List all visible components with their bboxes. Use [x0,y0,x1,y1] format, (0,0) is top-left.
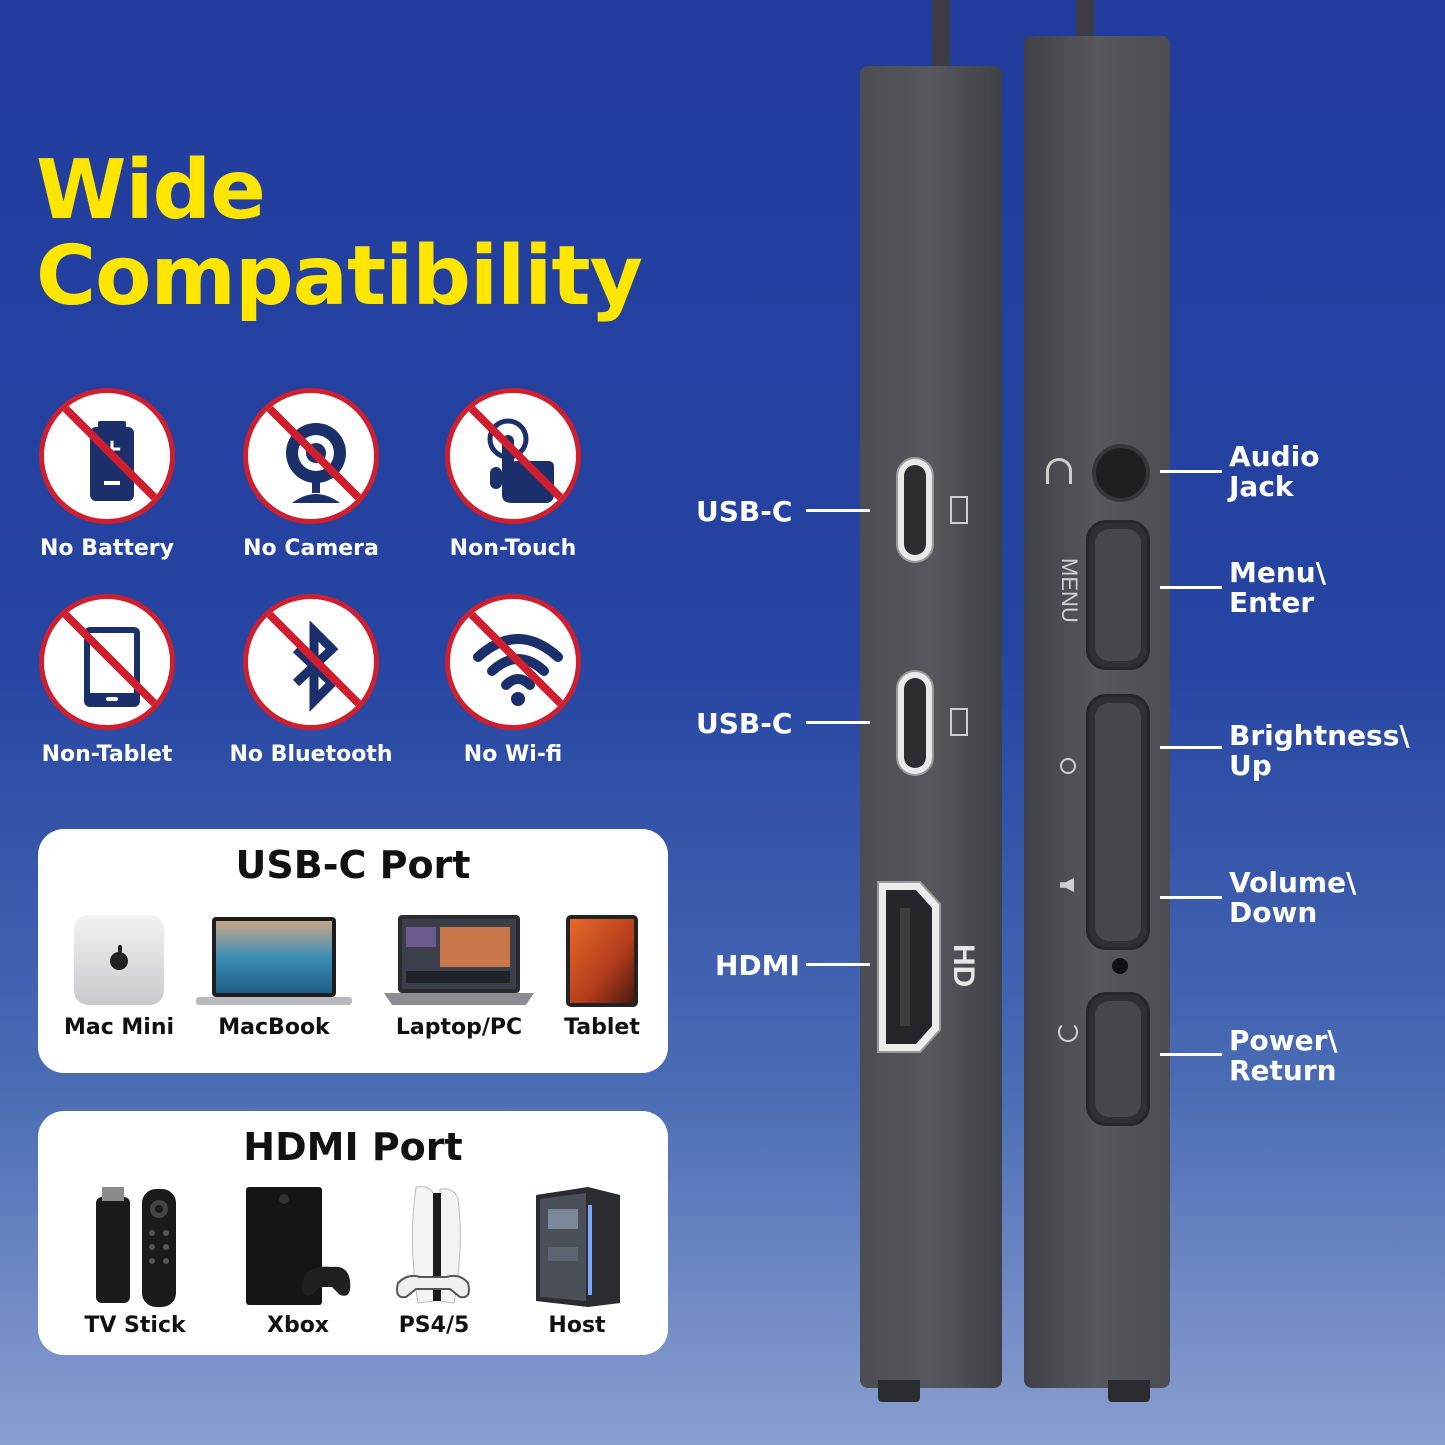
title-line-2: Compatibility [36,229,643,324]
hdmi-label: HDMI [715,949,800,982]
headphone-icon [1046,458,1072,484]
hdmi-panel-title: HDMI Port [243,1125,463,1169]
no-wifi-label: No Wi-fi [463,742,563,767]
mac-mini-device: Mac Mini [64,915,174,1040]
brightness-callout-line [1160,746,1222,749]
menu-enter-button[interactable] [1086,520,1150,670]
audio-jack-label: Audio Jack [1229,442,1319,502]
macbook-label: MacBook [218,1015,330,1040]
indicator-led [1112,958,1128,974]
host-label: Host [548,1313,606,1338]
macbook-device: MacBook [196,915,352,1040]
tablet-label: Tablet [564,1015,640,1040]
brightness-up-label-line-2: Up [1229,749,1272,782]
audio-jack-label-line-1: Audio [1229,440,1320,473]
no-battery-item: + No Battery [22,388,192,561]
unsupported-features-grid: + No Battery No Camera [34,388,594,778]
usbc-port-2 [896,670,934,776]
volume-down-label-line-2: Down [1229,896,1318,929]
usbc-1-device-icon [950,496,968,524]
host-device: Host [530,1185,624,1338]
no-camera-item: No Camera [226,388,396,561]
tv-stick-icon [96,1187,176,1307]
non-touch-item: Non-Touch [428,388,598,561]
no-wifi-badge [445,594,581,730]
page-title: Wide Compatibility [36,143,643,324]
usbc-panel-title: USB-C Port [235,843,471,887]
tv-stick-device: TV Stick [84,1185,186,1338]
usbc-port-panel: USB-C Port Mac Mini MacBook Laptop/PC [38,829,668,1073]
hdmi-port-panel: HDMI Port TV Stick Xbox PS4/5 [38,1111,668,1355]
laptop-label: Laptop/PC [395,1015,523,1040]
menu-callout-line [1160,586,1222,589]
xbox-label: Xbox [266,1313,329,1338]
volume-down-label-line-1: Volume\ [1229,866,1357,899]
menu-side-label: MENU [1057,558,1082,623]
brightness-up-label: Brightness\ Up [1229,721,1410,781]
audio-jack-label-line-2: Jack [1229,470,1294,503]
xbox-icon [246,1187,351,1305]
brightness-volume-rocker[interactable] [1086,694,1150,950]
laptop-device: Laptop/PC [384,913,534,1040]
xbox-device: Xbox [244,1185,352,1338]
no-wifi-item: No Wi-fi [428,594,598,767]
laptop-icon [384,915,534,1005]
ps5-label: PS4/5 [398,1313,470,1338]
usbc-2-callout-line [806,721,870,724]
no-bluetooth-item: No Bluetooth [226,594,396,767]
menu-enter-label: Menu\ Enter [1229,558,1326,618]
no-camera-badge [243,388,379,524]
power-return-label-line-2: Return [1229,1054,1337,1087]
no-battery-label: No Battery [40,536,174,561]
non-touch-badge [445,388,581,524]
no-bluetooth-label: No Bluetooth [229,742,393,767]
power-return-button[interactable] [1086,992,1150,1126]
power-callout-line [1160,1053,1222,1056]
mac-mini-icon [74,915,164,1005]
macbook-icon [196,917,352,1005]
mac-mini-label: Mac Mini [63,1015,175,1040]
no-bluetooth-badge [243,594,379,730]
non-tablet-badge [39,594,175,730]
usbc-1-callout-line [806,509,870,512]
menu-enter-label-line-2: Enter [1229,586,1315,619]
pc-tower-icon [536,1187,620,1307]
power-icon [1058,1022,1078,1042]
no-battery-badge: + [39,388,175,524]
usbc-1-label: USB-C [696,495,793,528]
volume-callout-line [1160,896,1222,899]
volume-down-label: Volume\ Down [1229,868,1356,928]
audio-jack [1092,444,1150,502]
hd-side-label: HD [947,944,980,988]
usbc-2-device-icon [950,708,968,736]
power-return-label-line-1: Power\ [1229,1024,1338,1057]
non-touch-label: Non-Touch [449,536,577,561]
usbc-2-label: USB-C [696,707,793,740]
title-line-1: Wide [36,143,266,238]
no-camera-label: No Camera [243,536,379,561]
brightness-icon [1060,758,1076,774]
playstation-icon [396,1186,470,1304]
power-return-label: Power\ Return [1229,1026,1338,1086]
ps5-device: PS4/5 [394,1185,474,1338]
hdmi-callout-line [806,963,870,966]
audio-callout-line [1160,470,1222,473]
tv-stick-label: TV Stick [84,1313,186,1338]
non-tablet-item: Non-Tablet [22,594,192,767]
tablet-device: Tablet [564,915,640,1040]
brightness-up-label-line-1: Brightness\ [1229,719,1410,752]
hdmi-port [877,881,941,1053]
non-tablet-label: Non-Tablet [41,742,173,767]
menu-enter-label-line-1: Menu\ [1229,556,1326,589]
tablet-device-icon [566,915,638,1007]
usbc-port-1 [896,457,934,563]
